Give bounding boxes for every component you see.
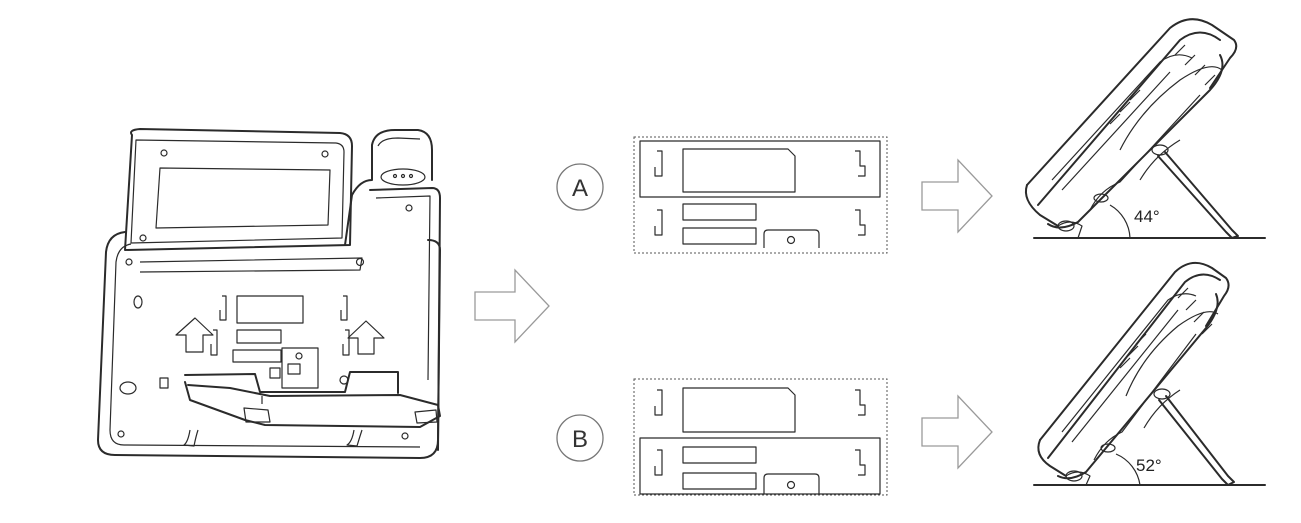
phone-side-view-b: 52° — [1033, 261, 1266, 486]
phone-side-view-a: 44° — [1024, 18, 1266, 239]
option-b-stand-panel — [633, 378, 888, 496]
phone-back-view — [97, 128, 441, 459]
angle-arc-a — [1109, 204, 1131, 239]
option-a-marker — [556, 163, 604, 211]
arrow-to-options — [474, 268, 550, 344]
angle-label-a: 44° — [1134, 207, 1160, 226]
angle-arc-b — [1115, 453, 1141, 486]
option-a: A — [556, 136, 888, 254]
option-a-stand-panel — [633, 136, 888, 254]
option-b: B — [556, 378, 888, 496]
arrow-to-result-b — [921, 394, 993, 470]
angle-label-b: 52° — [1136, 456, 1162, 475]
option-b-label: B — [572, 426, 588, 453]
arrow-to-result-a — [921, 158, 993, 234]
option-b-marker — [556, 414, 604, 462]
option-a-label: A — [572, 175, 588, 202]
